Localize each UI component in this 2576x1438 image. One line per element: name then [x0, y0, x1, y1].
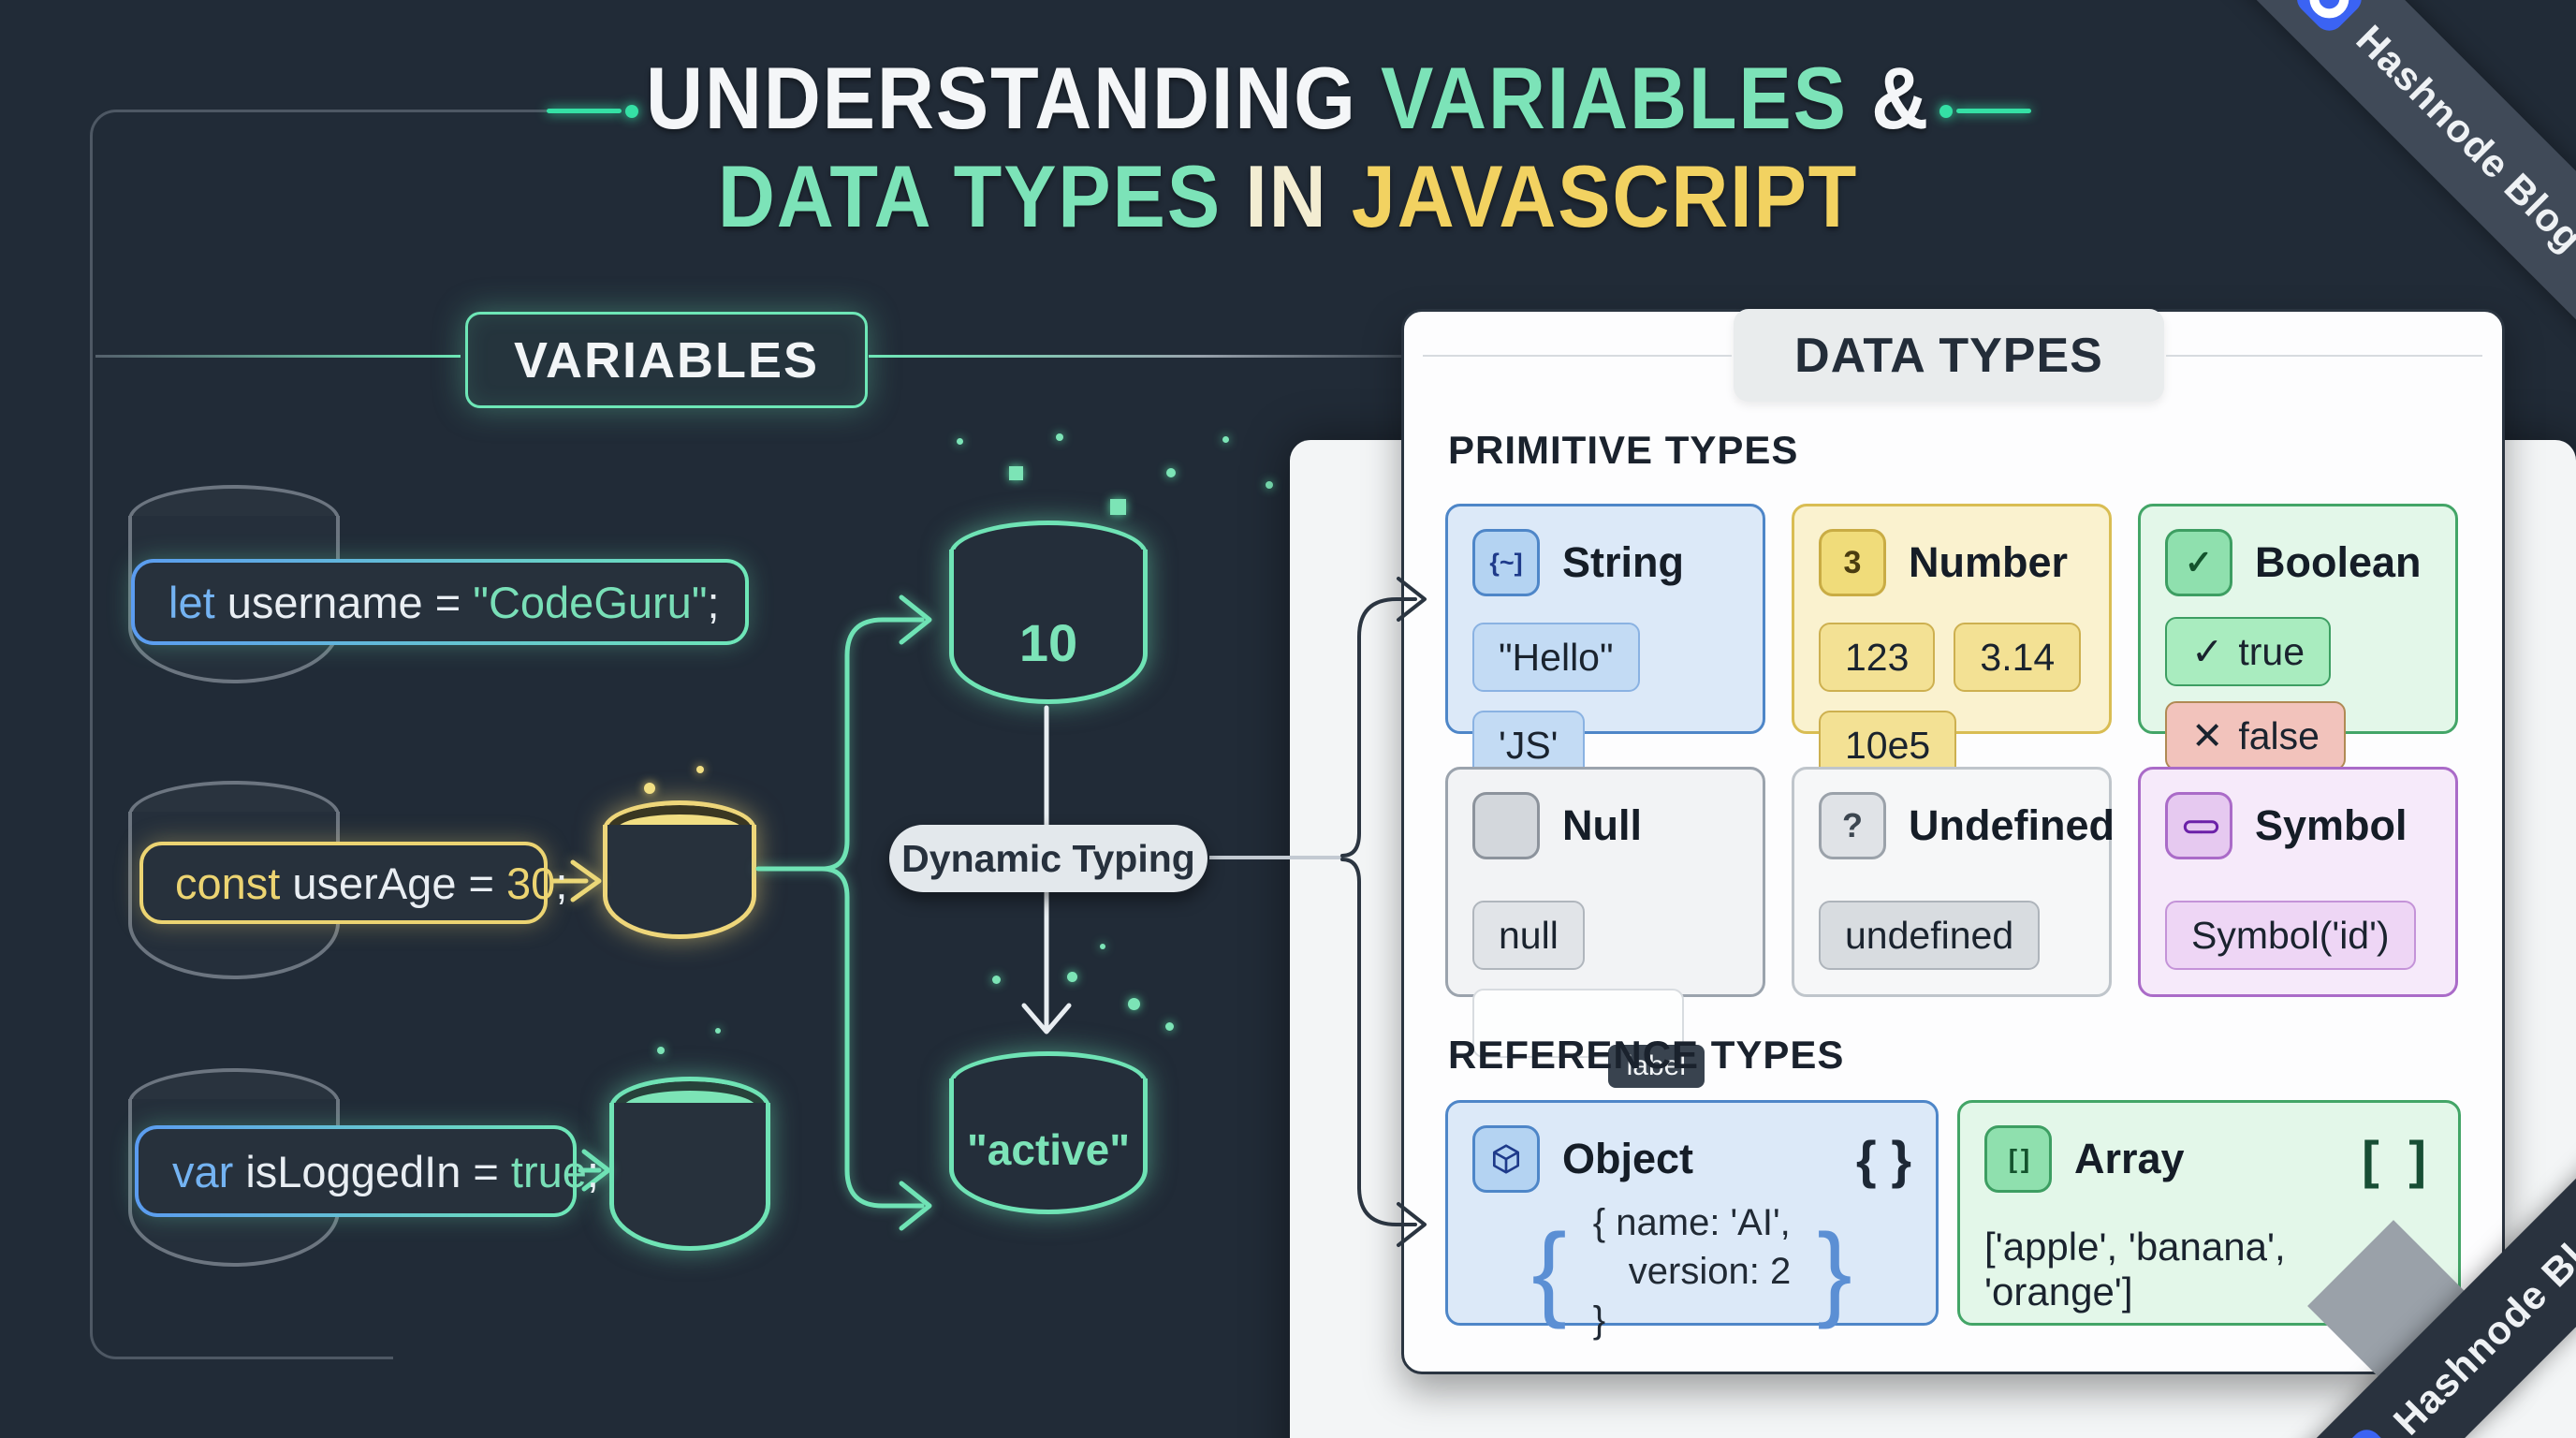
header-rule-left — [1423, 355, 1732, 357]
variables-header-label: VARIABLES — [513, 331, 820, 389]
undefined-chip: undefined — [1819, 901, 2041, 970]
sparkle — [1067, 972, 1077, 982]
variables-section-header: VARIABLES — [465, 312, 868, 408]
check-icon: ✓ — [2191, 630, 2224, 673]
object-literal-code: { name: 'AI', version: 2 } — [1592, 1202, 1792, 1341]
primitive-types-heading: PRIMITIVE TYPES — [1448, 428, 1799, 472]
sparkle — [1128, 998, 1140, 1010]
number-example-chip: 3.14 — [1954, 623, 2082, 692]
title-line-1: UNDERSTANDING VARIABLES & — [645, 49, 1930, 147]
title-accent-dot-left — [625, 105, 638, 118]
braces-decor: { } — [1855, 1129, 1911, 1189]
card-null: Null null label — [1445, 767, 1765, 1088]
card-title: Undefined — [1909, 801, 2115, 849]
card-number: 3 Number 123 3.14 10e5 — [1792, 504, 2112, 780]
cube-icon — [1472, 1125, 1540, 1193]
sparkle — [1110, 499, 1126, 515]
sparkle — [1009, 466, 1023, 480]
reference-types-heading: REFERENCE TYPES — [1448, 1033, 1845, 1077]
hashnode-logo-icon — [2328, 1423, 2406, 1438]
sparkle — [1100, 944, 1105, 949]
card-symbol: ⊂⊃ Symbol Symbol('id') — [2138, 767, 2458, 997]
string-example-chip: "Hello" — [1472, 623, 1640, 692]
left-bracket-line — [90, 110, 570, 1359]
bracket-patch — [393, 1346, 580, 1359]
sparkle — [1166, 468, 1176, 477]
title-line-2: DATA TYPES IN JAVASCRIPT — [717, 147, 1859, 246]
card-title: Symbol — [2255, 801, 2408, 849]
sparkle — [957, 438, 963, 445]
true-chip: ✓true — [2165, 617, 2332, 686]
dynamic-typing-label: Dynamic Typing — [901, 836, 1195, 880]
false-chip: ✕false — [2165, 701, 2346, 770]
header-rule-right — [2166, 355, 2482, 357]
dynamic-string-cylinder: "active" — [949, 1051, 1148, 1214]
card-undefined: ? Undefined undefined — [1792, 767, 2115, 997]
string-icon: {~] — [1472, 529, 1540, 596]
cylinder-value-10: 10 — [1018, 613, 1078, 672]
title-accent-line-right — [1956, 109, 2031, 113]
brackets-decor: [ ] — [2362, 1129, 2434, 1189]
data-types-header-tab: DATA TYPES — [1734, 309, 2164, 402]
number-value-cylinder — [603, 800, 756, 939]
card-title: String — [1562, 538, 1684, 586]
number-icon: 3 — [1819, 529, 1886, 596]
sparkle — [1222, 436, 1229, 443]
variables-rule-right — [869, 355, 1468, 358]
sparkle — [992, 976, 1001, 984]
sparkle — [1165, 1022, 1174, 1031]
sparkle — [696, 766, 704, 773]
card-object: Object { } { { name: 'AI', version: 2 } … — [1445, 1100, 1939, 1341]
card-array: [ ] Array [ ] ['apple', 'banana', 'orang… — [1957, 1100, 2461, 1326]
hashnode-logo-icon — [2291, 0, 2368, 37]
array-literal-code: ['apple', 'banana', 'orange'] — [1984, 1225, 2286, 1313]
empty-value-chip: label — [1472, 989, 1705, 1088]
sparkle — [715, 1028, 721, 1034]
data-types-panel: DATA TYPES PRIMITIVE TYPES {~] String "H… — [1401, 309, 2505, 1374]
null-chip: null — [1472, 901, 1585, 970]
card-boolean: ✓ Boolean ✓true ✕false — [2138, 504, 2458, 770]
sparkle — [1056, 433, 1063, 441]
close-brace: } — [1817, 1212, 1852, 1329]
number-example-chip: 123 — [1819, 623, 1936, 692]
sparkle — [644, 783, 655, 794]
cross-icon: ✕ — [2191, 714, 2224, 757]
boolean-value-cylinder — [609, 1077, 770, 1251]
page-title: UNDERSTANDING VARIABLES & DATA TYPES IN … — [129, 49, 2448, 246]
title-accent-line-left — [547, 109, 622, 113]
empty-box-icon — [1472, 792, 1540, 859]
card-title: Null — [1562, 801, 1642, 849]
label-tag: label — [1607, 1045, 1705, 1088]
data-types-header-label: DATA TYPES — [1794, 328, 2103, 383]
code-box-const: const userAge = 30; — [139, 842, 567, 924]
symbol-chip: Symbol('id') — [2165, 901, 2416, 970]
open-brace: { — [1531, 1212, 1567, 1329]
brackets-icon: [ ] — [1984, 1125, 2052, 1193]
link-icon: ⊂⊃ — [2165, 792, 2232, 859]
card-title: Boolean — [2255, 538, 2422, 586]
sparkle — [657, 1047, 665, 1054]
dynamic-typing-pill: Dynamic Typing — [889, 825, 1208, 892]
card-title: Number — [1909, 538, 2069, 586]
code-box-var: var isLoggedIn = true; — [135, 1125, 599, 1217]
checkmark-icon: ✓ — [2165, 529, 2232, 596]
code-box-let: let username = "CodeGuru"; — [131, 559, 749, 645]
sparkle — [1266, 481, 1273, 489]
card-title: Array — [2074, 1135, 2185, 1182]
card-title: Object — [1562, 1135, 1694, 1182]
variables-rule-left — [95, 355, 461, 358]
title-accent-dot-right — [1939, 105, 1953, 118]
cylinder-value-active: "active" — [966, 1125, 1131, 1174]
dynamic-number-cylinder: 10 — [949, 521, 1148, 704]
question-mark-icon: ? — [1819, 792, 1886, 859]
